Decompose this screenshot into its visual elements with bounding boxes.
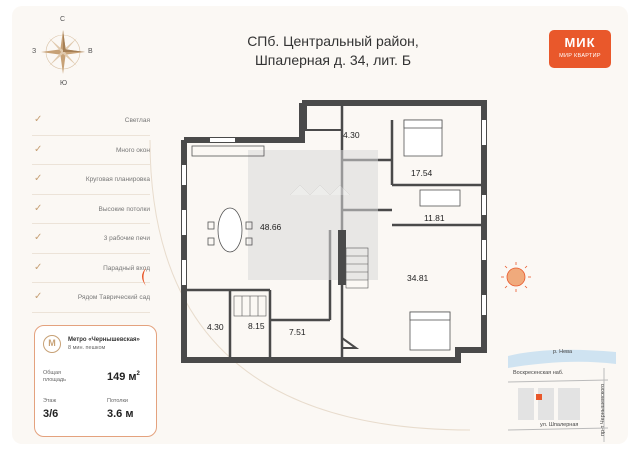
check-icon: ✓: [34, 232, 43, 243]
feature-item: ✓Много окон: [32, 136, 150, 165]
feature-item: ✓Высокие потолки: [32, 195, 150, 224]
room-area-label: 4.30: [343, 130, 360, 140]
feature-item: ✓Круговая планировка: [32, 165, 150, 195]
river-label: р. Нева: [553, 349, 573, 355]
compass-west: З: [32, 48, 37, 55]
ceiling-value: 3.6 м: [107, 408, 134, 420]
room-area-label: 8.15: [248, 321, 265, 331]
address-title: СПб. Центральный район, Шпалерная д. 34,…: [218, 32, 448, 70]
brand-logo[interactable]: МИК МИР КВАРТИР: [549, 30, 611, 68]
logo-name: МИР КВАРТИР: [559, 53, 601, 59]
floor-label: Этаж: [43, 398, 57, 404]
compass-east: В: [88, 48, 93, 55]
metro-icon: M: [43, 335, 61, 353]
floor-value: 3/6: [43, 408, 59, 420]
room-area-label: 48.66: [260, 222, 282, 232]
feature-item: ✓Парадный вход: [32, 254, 150, 283]
address-line-1: СПб. Центральный район,: [247, 33, 419, 49]
check-icon: ✓: [34, 173, 43, 184]
address-line-2: Шпалерная д. 34, лит. Б: [254, 52, 412, 68]
logo-mark: МИК: [564, 35, 596, 50]
metro-station: Метро «Чернышевская»: [68, 337, 140, 343]
feature-item: ✓3 рабочие печи: [32, 224, 150, 254]
compass: С В Ю З: [32, 16, 93, 88]
embankment-label: Воскресенская наб.: [513, 370, 564, 376]
features-list: ✓Светлая ✓Много окон ✓Круговая планировк…: [32, 106, 150, 313]
area-value: 149 м2: [107, 371, 140, 383]
info-card: M Метро «Чернышевская» 8 мин. пешком Общ…: [34, 325, 157, 437]
feature-item: ✓Светлая: [32, 106, 150, 136]
compass-north: С: [60, 16, 66, 23]
sun-icon: [501, 262, 531, 292]
room-area-label: 4.30: [207, 322, 224, 332]
street-label: ул. Шпалерная: [540, 422, 579, 428]
room-area-label: 7.51: [289, 327, 306, 337]
compass-rose-icon: [41, 30, 85, 74]
room-area-label: 34.81: [407, 273, 429, 283]
compass-south: Ю: [60, 80, 68, 87]
check-icon: ✓: [34, 291, 43, 302]
check-icon: ✓: [34, 261, 43, 273]
check-icon: ✓: [34, 202, 43, 214]
feature-item: ✓Рядом Таврический сад: [32, 283, 150, 313]
street-map-graphic: [507, 349, 616, 442]
room-area-label: 11.81: [424, 213, 445, 223]
check-icon: ✓: [34, 143, 43, 155]
moon-icon: [142, 268, 146, 286]
area-label: Общая площадь: [43, 370, 66, 383]
metro-walk-time: 8 мин. пешком: [68, 345, 106, 351]
room-area-label: 17.54: [411, 168, 433, 178]
ceiling-label: Потолки: [107, 398, 128, 404]
avenue-label: пр-т Чернышевского: [600, 383, 606, 436]
check-icon: ✓: [34, 114, 43, 125]
listing-card: С В Ю З СПб. Центральный район, Шпалерна…: [12, 6, 628, 444]
location-map[interactable]: р. Нева Воскресенская наб. ул. Шпалерная…: [507, 342, 616, 442]
